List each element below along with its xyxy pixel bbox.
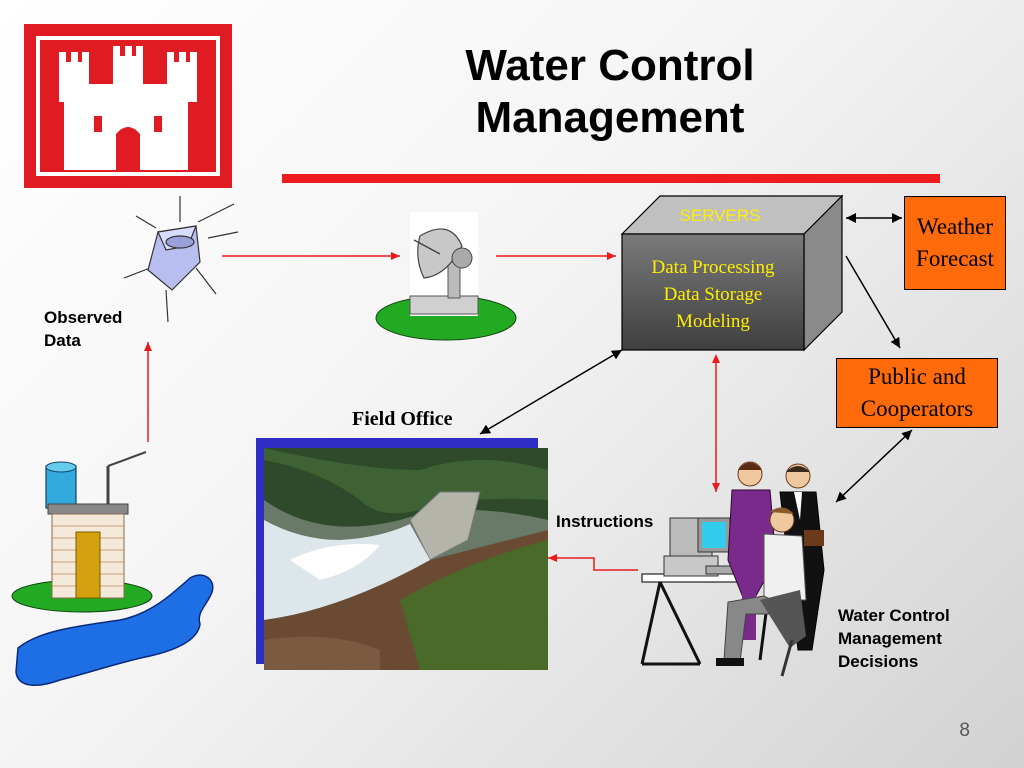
arrow-servers-public: [845, 255, 901, 349]
title-underline: [282, 174, 940, 183]
weather-line-2: Forecast: [916, 246, 994, 271]
servers-line-2: Data Storage: [663, 284, 763, 305]
decisions-label: Water Control Management Decisions: [838, 604, 950, 673]
servers-text: Data Processing Data Storage Modeling: [622, 254, 804, 335]
servers-header: SERVERS: [679, 206, 761, 225]
page-title: Water Control Management: [360, 40, 860, 144]
observed-line-2: Data: [44, 331, 81, 350]
weather-line-1: Weather: [916, 214, 994, 239]
title-line-2: Management: [475, 93, 745, 142]
public-line-2: Cooperators: [860, 396, 974, 421]
decisions-line-2: Management: [838, 629, 942, 648]
office-workers-illustration: [640, 461, 825, 677]
satellite-icon: [123, 196, 239, 323]
decisions-line-3: Decisions: [838, 652, 919, 671]
weather-forecast-box: Weather Forecast: [904, 196, 1006, 290]
servers-line-1: Data Processing: [651, 257, 775, 278]
observed-line-1: Observed: [44, 308, 123, 327]
public-cooperators-box: Public and Cooperators: [836, 358, 998, 428]
decisions-line-1: Water Control: [838, 606, 950, 625]
public-line-1: Public and: [868, 364, 966, 389]
river-icon: [15, 574, 214, 686]
title-line-1: Water Control: [465, 41, 755, 90]
logo-border: [36, 36, 220, 176]
arrow-instructions: [548, 554, 638, 571]
field-office-label: Field Office: [352, 408, 453, 430]
castle-logo-icon: [59, 46, 197, 170]
servers-box: [620, 194, 844, 352]
page-number: 8: [959, 720, 970, 741]
observed-data-label: Observed Data: [44, 306, 122, 352]
instructions-label: Instructions: [556, 512, 654, 531]
servers-line-3: Modeling: [676, 311, 750, 332]
arrow-servers-fieldoffice: [479, 349, 623, 435]
dam-photo: [264, 448, 548, 670]
arrow-public-decisions: [835, 429, 913, 503]
castle-logo: [24, 24, 232, 188]
satellite-dish-icon: [375, 212, 517, 341]
gauge-station-icon: [11, 451, 153, 613]
